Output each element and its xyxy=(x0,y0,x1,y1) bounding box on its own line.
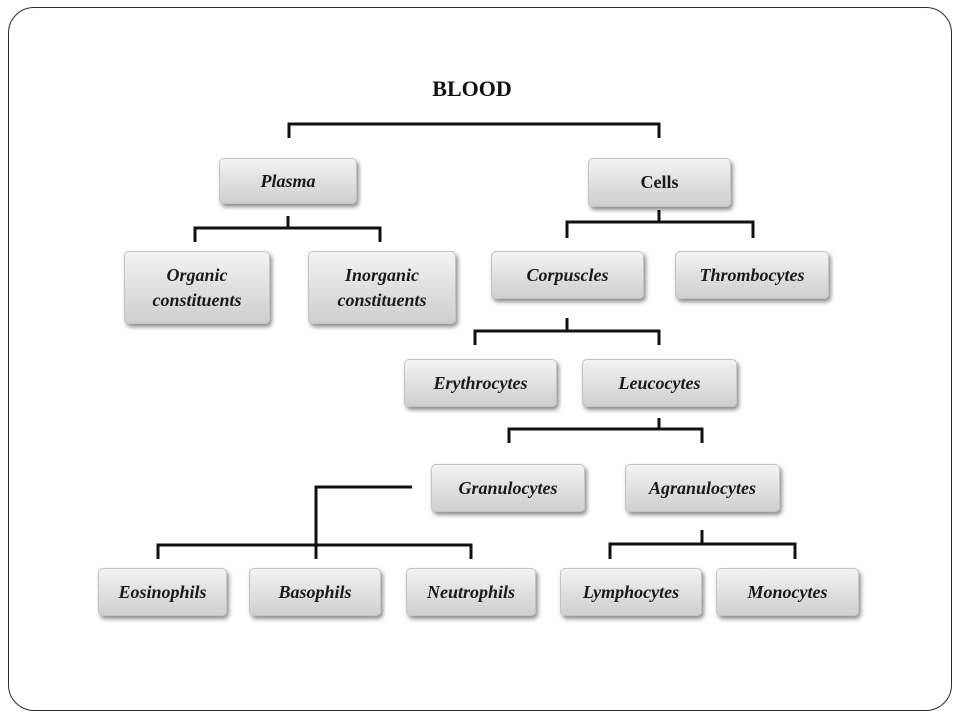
node-agranulocytes: Agranulocytes xyxy=(625,464,780,512)
node-inorganic-constituents: Inorganic constituents xyxy=(308,251,456,324)
connector-plasma xyxy=(193,216,382,242)
connector-granulocytes xyxy=(156,485,473,559)
node-plasma-label: Plasma xyxy=(260,170,316,191)
node-granulocytes: Granulocytes xyxy=(431,464,585,512)
node-monocytes: Monocytes xyxy=(716,568,859,616)
node-neutrophils: Neutrophils xyxy=(406,568,536,616)
node-basophils: Basophils xyxy=(249,568,381,616)
node-monocytes-label: Monocytes xyxy=(747,581,828,602)
node-leucocytes: Leucocytes xyxy=(582,359,737,407)
node-lymphocytes-label: Lymphocytes xyxy=(582,581,680,602)
connector-corpuscles xyxy=(473,318,661,345)
node-thrombocytes: Thrombocytes xyxy=(675,251,829,299)
diagram-title: BLOOD xyxy=(432,76,512,101)
node-inorganic-label: Inorganic constituents xyxy=(337,264,427,310)
node-eosinophils: Eosinophils xyxy=(98,568,227,616)
node-neutrophils-label: Neutrophils xyxy=(426,581,516,602)
node-corpuscles-label: Corpuscles xyxy=(526,264,609,285)
node-cells-label: Cells xyxy=(640,172,679,192)
node-erythrocytes: Erythrocytes xyxy=(404,359,557,407)
connector-leucocytes xyxy=(507,418,704,443)
node-granulocytes-label: Granulocytes xyxy=(458,477,558,498)
node-lymphocytes: Lymphocytes xyxy=(560,568,702,616)
node-erythrocytes-label: Erythrocytes xyxy=(433,372,528,393)
node-organic-label: Organic constituents xyxy=(152,264,242,310)
node-organic-constituents: Organic constituents xyxy=(124,251,270,324)
node-leucocytes-label: Leucocytes xyxy=(618,372,701,393)
node-eosinophils-label: Eosinophils xyxy=(118,581,207,602)
node-cells: Cells xyxy=(588,158,731,207)
node-basophils-label: Basophils xyxy=(278,581,352,602)
node-agranulocytes-label: Agranulocytes xyxy=(648,477,756,498)
node-thrombocytes-label: Thrombocytes xyxy=(699,264,805,285)
connector-agranulocytes xyxy=(608,530,797,559)
node-plasma: Plasma xyxy=(219,158,357,204)
node-corpuscles: Corpuscles xyxy=(491,251,644,299)
connector-root xyxy=(287,122,661,138)
connector-cells xyxy=(565,210,755,238)
